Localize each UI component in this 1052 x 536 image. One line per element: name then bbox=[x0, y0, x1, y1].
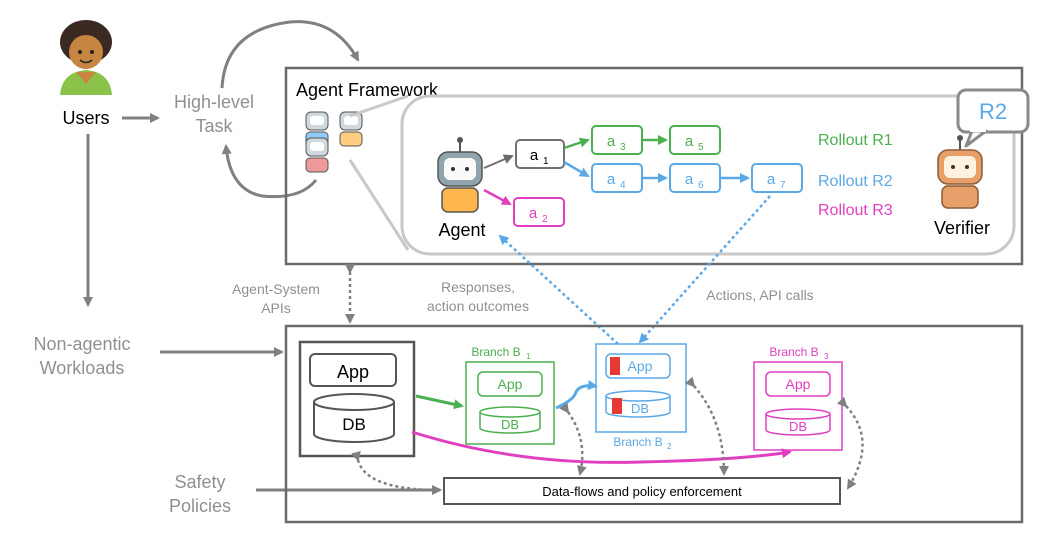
branch1-db-label: DB bbox=[501, 417, 519, 432]
action-a2-sub: 2 bbox=[542, 214, 548, 225]
branch1-label: Branch B bbox=[471, 345, 520, 359]
agent-robot-icon bbox=[437, 137, 483, 213]
user-avatar-icon bbox=[60, 20, 112, 95]
framework-title: Agent Framework bbox=[296, 80, 439, 100]
system-box bbox=[284, 324, 1024, 524]
branch3-app-node bbox=[765, 371, 831, 397]
action-a1-sub: 1 bbox=[543, 156, 549, 167]
branch3-app-label: App bbox=[786, 376, 811, 392]
edge-a1-a3 bbox=[563, 137, 590, 150]
branch1-db-icon bbox=[479, 406, 541, 434]
verifier-robot-icon bbox=[937, 135, 983, 209]
edge-agent-a2 bbox=[483, 188, 512, 206]
main-to-branch3-arrow bbox=[411, 430, 792, 464]
nonagentic-label-line1: Non-agentic bbox=[33, 334, 130, 354]
branch2-app-label: App bbox=[628, 358, 653, 374]
action-node-a5 bbox=[669, 125, 721, 155]
task-to-framework-arrow bbox=[220, 20, 360, 89]
verifier-label: Verifier bbox=[934, 218, 990, 238]
apis-label-line1: Agent-System bbox=[232, 281, 320, 297]
branch1-app-node bbox=[477, 371, 543, 397]
main-app-node bbox=[309, 353, 397, 387]
task-label-line2: Task bbox=[195, 116, 233, 136]
edge-a1-a4 bbox=[563, 160, 590, 178]
branch2-db-red-marker bbox=[612, 398, 622, 414]
action-a3-label: a bbox=[607, 133, 616, 150]
agent-framework-box bbox=[284, 66, 1024, 266]
action-a2-label: a bbox=[529, 205, 538, 222]
robots-cluster-icon bbox=[305, 111, 363, 173]
verifier-speech-bubble bbox=[956, 88, 1030, 148]
action-a6-label: a bbox=[685, 171, 694, 188]
action-node-a3 bbox=[591, 125, 643, 155]
enforcement-box bbox=[443, 477, 841, 505]
task-label-line1: High-level bbox=[174, 92, 254, 112]
branch1-to-branch2-arrow bbox=[555, 380, 598, 410]
branch2-enforcement-link bbox=[684, 376, 729, 476]
rollout-r3-label: Rollout R3 bbox=[818, 202, 893, 219]
branch1-sub: 1 bbox=[526, 352, 531, 361]
action-a4-label: a bbox=[607, 171, 616, 188]
branch2-db-label: DB bbox=[631, 401, 649, 416]
responses-label-line2: action outcomes bbox=[427, 298, 529, 314]
action-a7-label: a bbox=[767, 171, 776, 188]
branch3-db-icon bbox=[765, 408, 831, 436]
action-node-a7 bbox=[751, 163, 803, 193]
nonagentic-label-line2: Workloads bbox=[40, 358, 125, 378]
zoom-line-bottom bbox=[348, 159, 410, 251]
action-a7-sub: 7 bbox=[780, 180, 786, 191]
rollout-r1-label: Rollout R1 bbox=[818, 132, 893, 149]
agent-label: Agent bbox=[438, 220, 485, 240]
users-label: Users bbox=[62, 108, 109, 128]
action-a5-sub: 5 bbox=[698, 142, 704, 153]
edge-agent-a1 bbox=[483, 154, 514, 169]
safety-label-line1: Safety bbox=[174, 472, 225, 492]
branch1-app-label: App bbox=[498, 376, 523, 392]
main-enforcement-link bbox=[351, 450, 442, 495]
branch2-app-node bbox=[605, 353, 671, 379]
branch3-sub: 3 bbox=[824, 352, 829, 361]
branch2-sub: 2 bbox=[667, 442, 672, 451]
verifier-speech-text: R2 bbox=[979, 99, 1007, 124]
enforcement-label: Data-flows and policy enforcement bbox=[542, 484, 742, 499]
zoom-line-top bbox=[349, 94, 409, 118]
branch3-label: Branch B bbox=[769, 345, 818, 359]
branch2-label: Branch B bbox=[613, 435, 662, 449]
action-node-a2 bbox=[513, 197, 565, 227]
actions-arrow bbox=[638, 195, 771, 344]
main-db-label: DB bbox=[342, 415, 366, 434]
action-a3-sub: 3 bbox=[620, 142, 626, 153]
action-node-a6 bbox=[669, 163, 721, 193]
action-node-a4 bbox=[591, 163, 643, 193]
framework-to-task-arrow bbox=[221, 144, 318, 199]
branch3-db-label: DB bbox=[789, 419, 807, 434]
branch1-enforcement-link bbox=[559, 402, 587, 476]
action-a5-label: a bbox=[685, 133, 694, 150]
responses-label-line1: Responses, bbox=[441, 279, 515, 295]
safety-label-line2: Policies bbox=[169, 496, 231, 516]
branch2-app-red-marker bbox=[610, 357, 620, 375]
apis-label-line2: APIs bbox=[261, 300, 291, 316]
branch3-enforcement-link bbox=[836, 396, 864, 490]
action-node-a1 bbox=[515, 139, 565, 169]
action-a6-sub: 6 bbox=[698, 180, 704, 191]
main-db-icon bbox=[313, 393, 395, 443]
main-app-label: App bbox=[337, 362, 369, 382]
action-a1-label: a bbox=[530, 147, 539, 164]
rollout-r2-label: Rollout R2 bbox=[818, 173, 893, 190]
actions-api-calls-label: Actions, API calls bbox=[706, 287, 813, 303]
main-to-branch1-arrow bbox=[415, 394, 464, 410]
action-a4-sub: 4 bbox=[620, 180, 626, 191]
